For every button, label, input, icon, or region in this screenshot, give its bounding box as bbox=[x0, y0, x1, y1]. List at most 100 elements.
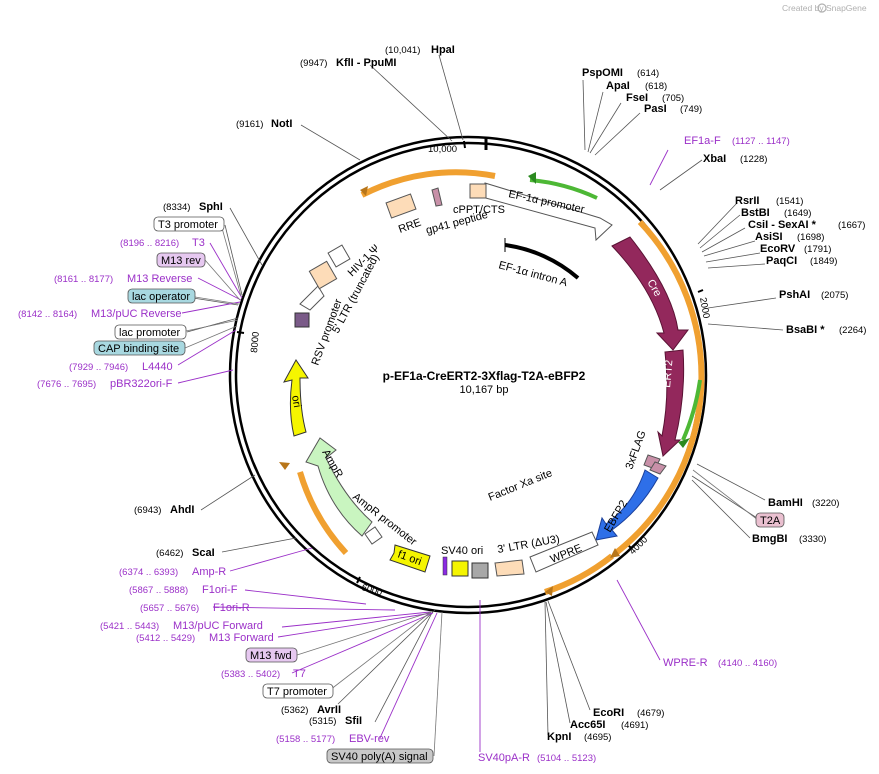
site-acc65i: Acc65I bbox=[570, 719, 605, 731]
ori-label: ori bbox=[289, 394, 303, 408]
primer-ef1a-f-range: (1127 .. 1147) bbox=[732, 136, 790, 147]
ampr-arrow bbox=[305, 437, 373, 537]
primer-t3: T3 bbox=[192, 237, 205, 249]
ltr3-box bbox=[494, 559, 525, 577]
tick-6000 bbox=[356, 576, 361, 584]
site-kpni: KpnI bbox=[547, 731, 571, 743]
plasmid-name: p-EF1a-CreERT2-3Xflag-T2A-eBFP2 bbox=[383, 369, 586, 383]
green-arc-right-arrow bbox=[678, 438, 690, 448]
sv40-polya-box bbox=[471, 562, 489, 579]
site-paqci: PaqCI bbox=[766, 255, 797, 267]
tick-8000 bbox=[236, 331, 245, 334]
ert2-label: ERT2 bbox=[661, 359, 675, 388]
arc-arrow-bottom bbox=[545, 586, 553, 596]
primer-m13-puc-reverse: M13/pUC Reverse bbox=[91, 308, 181, 320]
green-arc-right bbox=[681, 379, 702, 441]
arc-arrow-top bbox=[360, 186, 368, 196]
primer-sv40pa-r-range: (5104 .. 5123) bbox=[537, 753, 596, 764]
lac-operator-box bbox=[127, 288, 196, 304]
plasmid-length: 10,167 bp bbox=[460, 384, 509, 396]
site-sfii: SfiI bbox=[345, 715, 362, 727]
feature-arc-top bbox=[360, 169, 496, 198]
primer-t3-range: (8196 .. 8216) bbox=[120, 238, 179, 249]
primer-f1ori-r-range: (5657 .. 5676) bbox=[140, 603, 199, 614]
ori-arrow bbox=[283, 359, 309, 437]
tick-10000 bbox=[463, 140, 466, 149]
primer-l4440-range: (7929 .. 7946) bbox=[69, 362, 128, 373]
primer-sv40pa-r: SV40pA-R bbox=[478, 752, 530, 764]
site-scai: ScaI bbox=[192, 547, 215, 559]
site-rsrii: RsrII bbox=[735, 195, 759, 207]
m13-fwd-box bbox=[245, 647, 298, 663]
site-sphi: SphI bbox=[199, 201, 223, 213]
site-pshai: PshAI bbox=[779, 289, 810, 301]
primer-ef1a-f: EF1a-F bbox=[684, 135, 721, 147]
primer-m13-reverse: M13 Reverse bbox=[127, 273, 192, 285]
t2a-box bbox=[755, 512, 785, 528]
site-ecori-pos: (4679) bbox=[637, 708, 664, 719]
primer-pbr322ori-f: pBR322ori-F bbox=[110, 378, 173, 390]
primer-f1ori-r: F1ori-R bbox=[213, 602, 250, 614]
site-pasi-pos: (749) bbox=[680, 104, 702, 115]
site-bsabi-pos: (2264) bbox=[839, 325, 866, 336]
site-bmgbi: BmgBI bbox=[752, 533, 787, 545]
boxed-leader-lines bbox=[184, 227, 759, 757]
rre-box bbox=[385, 193, 417, 219]
site-ecorv-pos: (1791) bbox=[804, 244, 831, 255]
tick-label-10000: 10,000 bbox=[428, 144, 457, 155]
site-bstbi-pos: (1649) bbox=[784, 208, 811, 219]
lac-promoter-label: lac promoter bbox=[119, 327, 180, 339]
m13-rev-box bbox=[156, 252, 206, 268]
ert2-arrow bbox=[657, 349, 685, 457]
primer-leader-lines bbox=[177, 149, 669, 752]
primer-f1ori-f-range: (5867 .. 5888) bbox=[129, 585, 188, 596]
wpre-box bbox=[529, 531, 599, 573]
site-avrii: AvrII bbox=[317, 704, 341, 716]
site-kfli-ppumi: KflI - PpuMI bbox=[336, 57, 397, 69]
sv40-polya-signal-label: SV40 poly(A) signal bbox=[331, 751, 428, 763]
primer-m13-puc-forward: M13/pUC Forward bbox=[173, 620, 263, 632]
ltr5-box bbox=[294, 312, 310, 328]
m13-fwd-label: M13 fwd bbox=[250, 650, 292, 662]
hiv-psi-small-box bbox=[327, 244, 351, 268]
right-leader-lines bbox=[544, 79, 784, 736]
site-sphi-pos: (8334) bbox=[163, 202, 190, 213]
hiv-psi-box bbox=[308, 260, 338, 290]
sv40-ori-box bbox=[451, 560, 469, 577]
site-ahdi-pos: (6943) bbox=[134, 505, 161, 516]
gp41-box bbox=[431, 187, 443, 207]
primer-pbr322ori-f-range: (7676 .. 7695) bbox=[37, 379, 96, 390]
primer-m13-forward-range: (5412 .. 5429) bbox=[136, 633, 195, 644]
primer-wpre-r-range: (4140 .. 4160) bbox=[718, 658, 777, 669]
arc-arrow-left bbox=[279, 462, 290, 470]
site-pspomi-pos: (614) bbox=[637, 68, 659, 79]
cre-arrow bbox=[611, 236, 689, 351]
rre-label: RRE bbox=[397, 217, 423, 236]
primer-amp-r: Amp-R bbox=[192, 566, 226, 578]
tick-label-8000: 8000 bbox=[249, 331, 262, 353]
cap-binding-site-box bbox=[93, 340, 186, 356]
ampr-promoter-arrow bbox=[364, 526, 383, 545]
primer-ebv-rev: EBV-rev bbox=[349, 733, 390, 745]
snapgene-credit: Created by SnapGene bbox=[782, 3, 867, 13]
site-bamhi-pos: (3220) bbox=[812, 498, 839, 509]
primer-m13-forward: M13 Forward bbox=[209, 632, 274, 644]
primer-m13-puc-reverse-range: (8142 .. 8164) bbox=[18, 309, 77, 320]
cap-binding-site-label: CAP binding site bbox=[98, 343, 179, 355]
ebfp2-arrow bbox=[595, 469, 659, 541]
t2a-label: T2A bbox=[760, 515, 781, 527]
primer-ebv-rev-range: (5158 .. 5177) bbox=[276, 734, 335, 745]
site-bamhi: BamHI bbox=[768, 497, 803, 509]
t3-promoter-label: T3 promoter bbox=[158, 219, 218, 231]
site-xbai-pos: (1228) bbox=[740, 154, 767, 165]
site-kpni-pos: (4695) bbox=[584, 732, 611, 743]
green-arc-top-arrow bbox=[528, 172, 536, 184]
site-hpai-pos: (10,041) bbox=[385, 45, 420, 56]
tick-label-2000: 2000 bbox=[697, 297, 712, 320]
site-pspomi: PspOMI bbox=[582, 67, 623, 79]
rsv-promoter-arrow bbox=[299, 285, 325, 311]
site-noti: NotI bbox=[271, 118, 292, 130]
primer-t7-range: (5383 .. 5402) bbox=[221, 669, 280, 680]
